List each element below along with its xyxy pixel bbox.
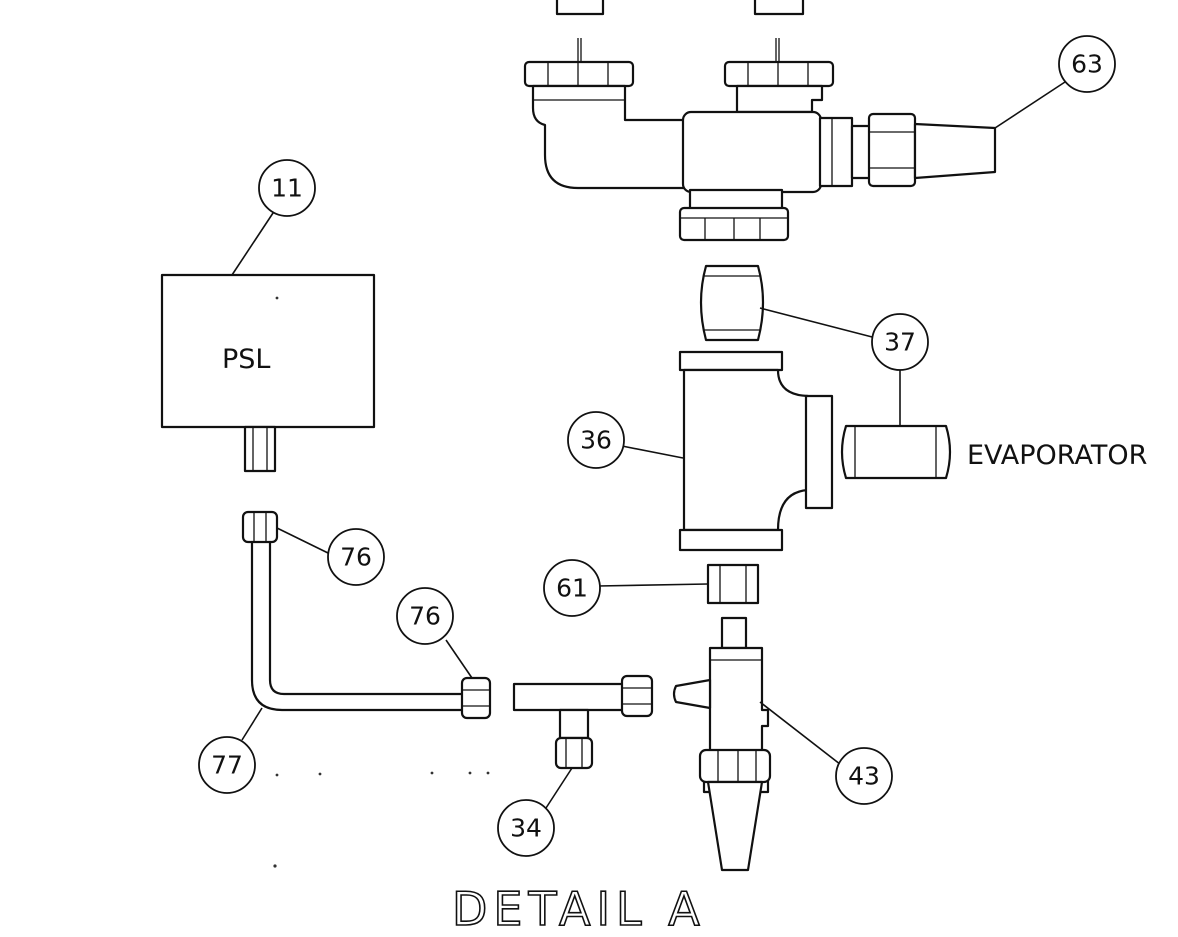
callout-34: 34 bbox=[497, 799, 555, 857]
upper-pipe-stubs bbox=[555, 0, 805, 62]
tee-fitting bbox=[678, 350, 834, 552]
callout-77: 77 bbox=[198, 736, 256, 794]
scan-specks bbox=[273, 296, 490, 868]
callout-11: 11 bbox=[258, 159, 316, 217]
callout-63-label: 63 bbox=[1071, 50, 1103, 79]
evaporator-label: EVAPORATOR bbox=[967, 440, 1147, 471]
callout-37: 37 bbox=[871, 313, 929, 371]
callout-36-label: 36 bbox=[580, 426, 612, 455]
evaporator-pipe bbox=[840, 424, 952, 480]
leader-lines bbox=[231, 81, 1066, 809]
callout-37-label: 37 bbox=[884, 328, 916, 357]
callout-11-label: 11 bbox=[271, 174, 303, 203]
callout-76-upper: 76 bbox=[327, 528, 385, 586]
callout-61-label: 61 bbox=[556, 574, 588, 603]
callout-77-label: 77 bbox=[211, 751, 243, 780]
callout-43: 43 bbox=[835, 747, 893, 805]
pipe-nipple bbox=[699, 264, 765, 342]
callout-76-upper-label: 76 bbox=[340, 543, 372, 572]
detail-title: DETAIL A bbox=[452, 882, 706, 936]
small-tee bbox=[512, 674, 654, 770]
callout-76-lower: 76 bbox=[396, 587, 454, 645]
callout-76-lower-label: 76 bbox=[409, 602, 441, 631]
callout-36: 36 bbox=[567, 411, 625, 469]
psl-label: PSL bbox=[222, 344, 270, 375]
callout-43-label: 43 bbox=[848, 762, 880, 791]
callout-63: 63 bbox=[1058, 35, 1116, 93]
callout-34-label: 34 bbox=[510, 814, 542, 843]
bushing bbox=[706, 563, 760, 605]
tubing bbox=[241, 510, 492, 720]
callout-61: 61 bbox=[543, 559, 601, 617]
upper-manifold-fitting bbox=[523, 60, 997, 242]
valve-assembly bbox=[672, 616, 772, 872]
psl-switch bbox=[160, 273, 376, 473]
